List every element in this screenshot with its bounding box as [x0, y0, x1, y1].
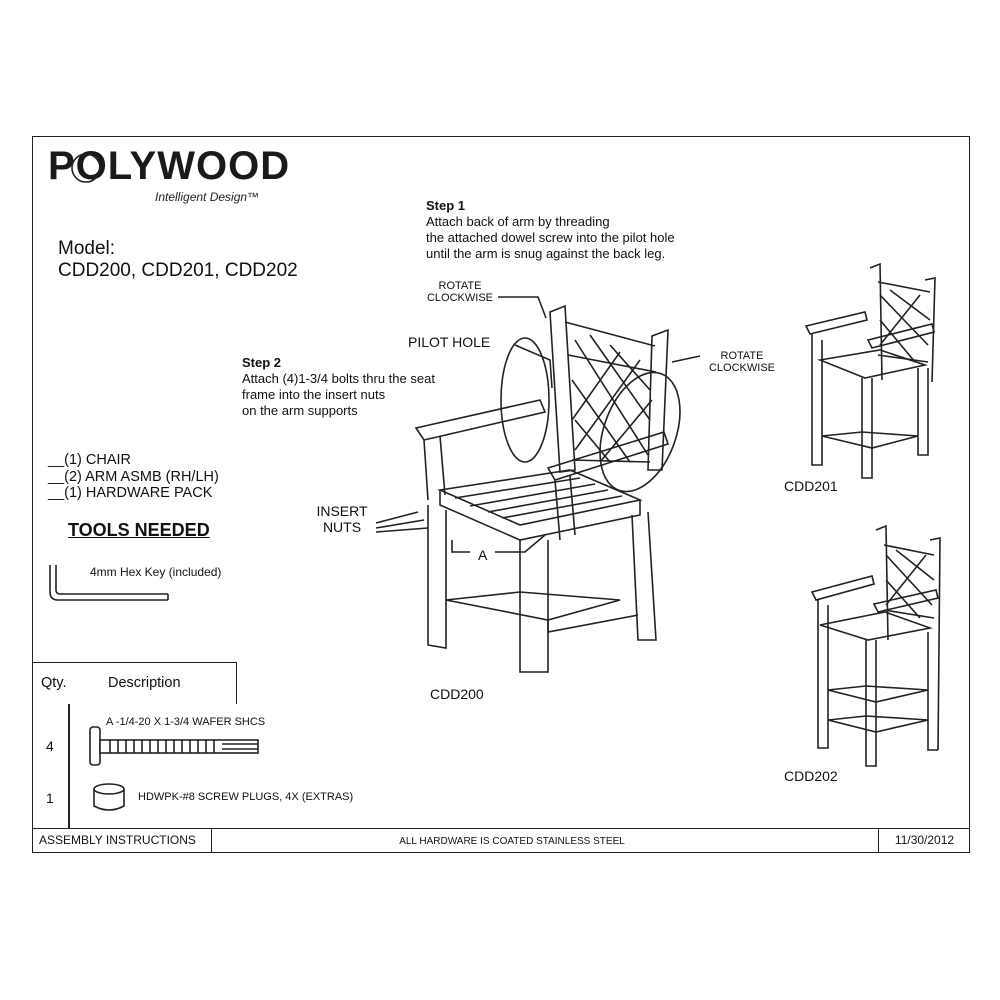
checklist-item: __(2) ARM ASMB (RH/LH) [48, 468, 219, 485]
chair-cdd200-drawing [375, 296, 701, 673]
model-numbers: CDD200, CDD201, CDD202 [58, 260, 298, 281]
callout-text: INSERT [316, 503, 368, 519]
description-header: Description [108, 675, 181, 691]
row-qty: 1 [46, 790, 54, 806]
bolt-icon [89, 726, 259, 766]
footer-title: ASSEMBLY INSTRUCTIONS [32, 828, 212, 853]
product-label-cdd202: CDD202 [784, 768, 838, 784]
parts-checklist: __(1) CHAIR __(2) ARM ASMB (RH/LH) __(1)… [48, 452, 219, 502]
table-divider [68, 704, 70, 828]
product-label-cdd200: CDD200 [430, 686, 484, 702]
step-2: Step 2 Attach (4)1-3/4 bolts thru the se… [242, 355, 435, 419]
model-label: Model: [58, 238, 116, 259]
row-qty: 4 [46, 738, 54, 754]
qty-header: Qty. [41, 675, 67, 691]
step-2-title: Step 2 [242, 355, 282, 370]
product-label-cdd201: CDD201 [784, 478, 838, 494]
row-description: A -1/4-20 X 1-3/4 WAFER SHCS [106, 716, 266, 728]
tools-heading: TOOLS NEEDED [68, 520, 210, 540]
step-2-line: frame into the insert nuts [242, 387, 386, 402]
step-1: Step 1 Attach back of arm by threading t… [426, 198, 675, 262]
checklist-item: __(1) HARDWARE PACK [48, 485, 213, 501]
step-1-line: the attached dowel screw into the pilot … [426, 230, 675, 245]
row-description: HDWPK-#8 SCREW PLUGS, 4X (EXTRAS) [138, 791, 354, 803]
hex-key-icon [49, 565, 169, 601]
rotate-clockwise-callout-left: ROTATE CLOCKWISE [420, 280, 500, 304]
part-a-callout: A [478, 547, 488, 563]
chair-cdd201-drawing [804, 262, 936, 479]
step-2-line: on the arm supports [242, 403, 358, 418]
hardware-table-header-box [32, 662, 237, 704]
screw-plug-icon [93, 783, 125, 811]
brand-tagline: Intelligent Design™ [155, 190, 260, 204]
pilot-hole-callout: PILOT HOLE [408, 334, 491, 350]
rotate-clockwise-callout-right: ROTATE CLOCKWISE [700, 350, 784, 374]
recycle-icon [71, 153, 101, 183]
footer-date: 11/30/2012 [878, 828, 970, 853]
step-1-line: until the arm is snug against the back l… [426, 246, 666, 261]
callout-text: CLOCKWISE [426, 292, 493, 304]
callout-text: NUTS [322, 519, 362, 535]
brand-logo: POLYWOOD [48, 144, 291, 188]
step-1-line: Attach back of arm by threading [426, 214, 610, 229]
model-block: Model: CDD200, CDD201, CDD202 [58, 238, 298, 282]
footer-bar [32, 828, 970, 853]
callout-text: CLOCKWISE [708, 362, 775, 374]
step-1-title: Step 1 [426, 198, 466, 213]
insert-nuts-callout: INSERT NUTS [310, 503, 374, 535]
callout-text: ROTATE [720, 350, 764, 362]
step-2-line: Attach (4)1-3/4 bolts thru the seat [242, 371, 435, 386]
instruction-sheet-border [32, 136, 970, 853]
checklist-item: __(1) CHAIR [48, 452, 131, 468]
footer-note: ALL HARDWARE IS COATED STAINLESS STEEL [399, 836, 625, 847]
chair-cdd202-drawing [810, 524, 941, 767]
callout-text: ROTATE [438, 280, 482, 292]
hex-key-label: 4mm Hex Key (included) [90, 565, 222, 579]
